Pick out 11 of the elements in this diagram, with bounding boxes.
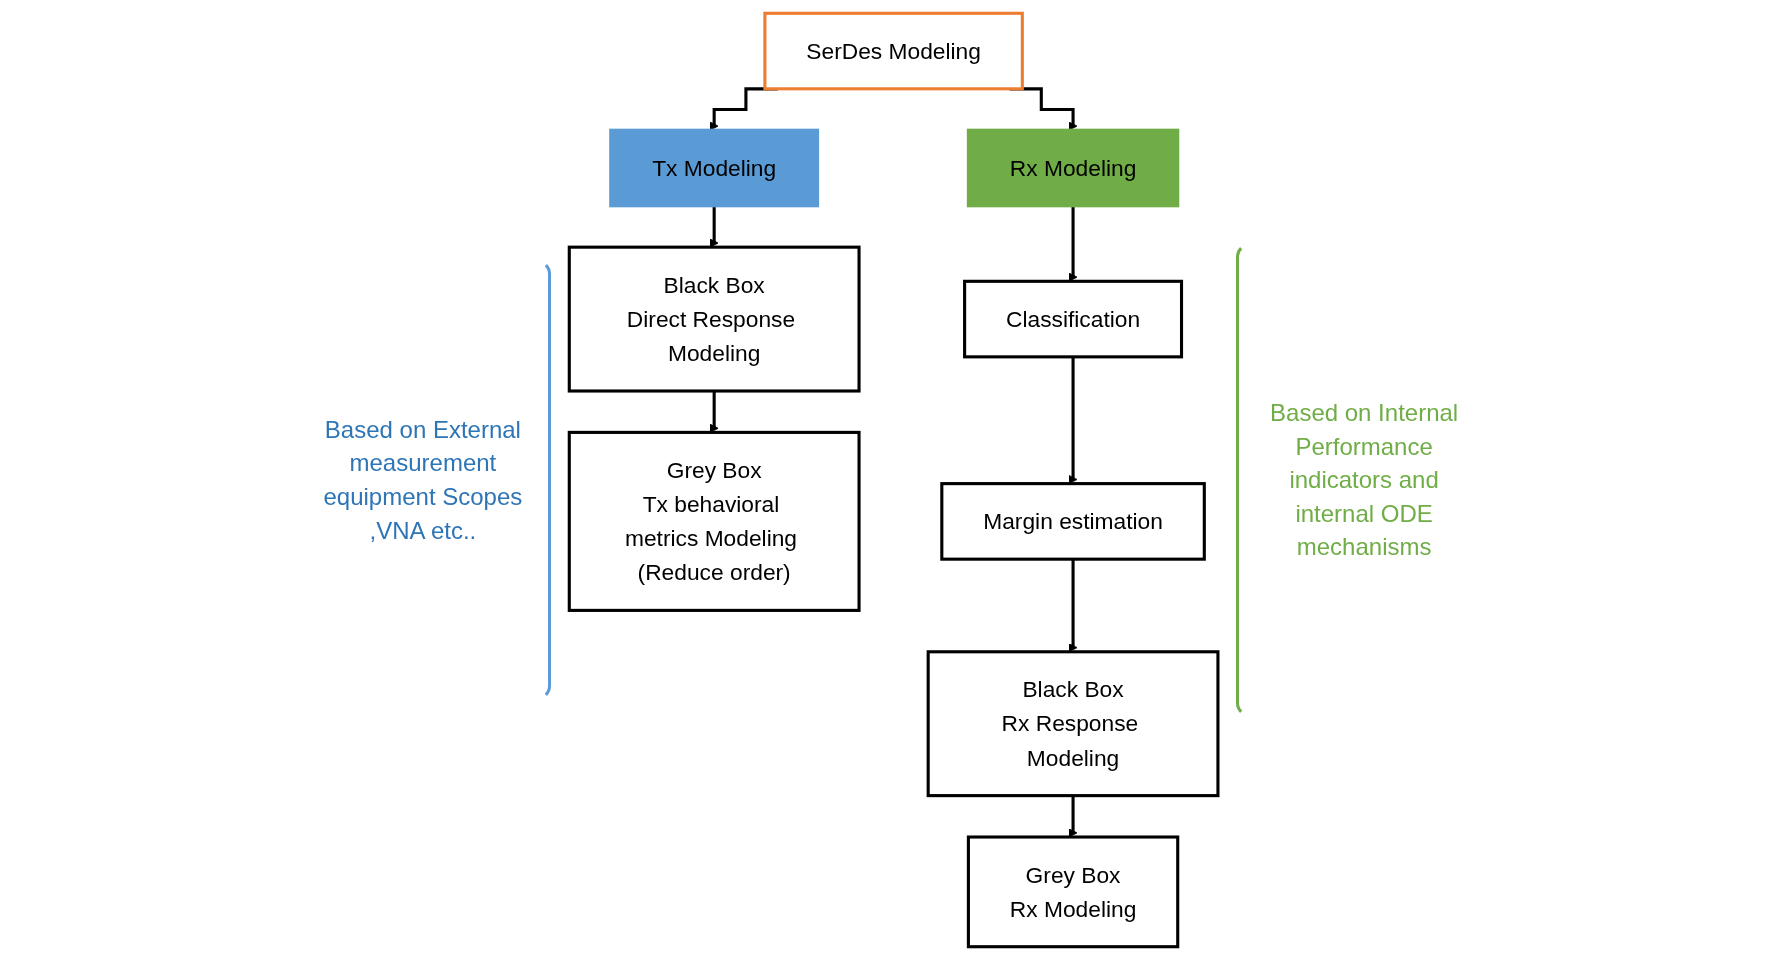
node-box: Black Box Rx Response Modeling bbox=[926, 650, 1220, 798]
node-box: Margin estimation bbox=[940, 482, 1206, 561]
node-box: SerDes Modeling bbox=[763, 11, 1024, 91]
node-box: Classification bbox=[962, 279, 1183, 359]
node-box: Grey Box Rx Modeling bbox=[966, 835, 1180, 949]
side-note: Based on Internal Performance indicators and internal ODE mechanisms bbox=[1236, 243, 1493, 717]
node-box: Black Box Direct Response Modeling bbox=[567, 245, 861, 393]
node-box: Grey Box Tx behavioral metrics Modeling (Reduce order) bbox=[567, 430, 861, 612]
node-box: Rx Modeling bbox=[966, 128, 1180, 208]
side-note: Based on External measurement equipment Scopes ,VNA etc.. bbox=[294, 259, 551, 701]
node-box: Tx Modeling bbox=[609, 128, 819, 208]
